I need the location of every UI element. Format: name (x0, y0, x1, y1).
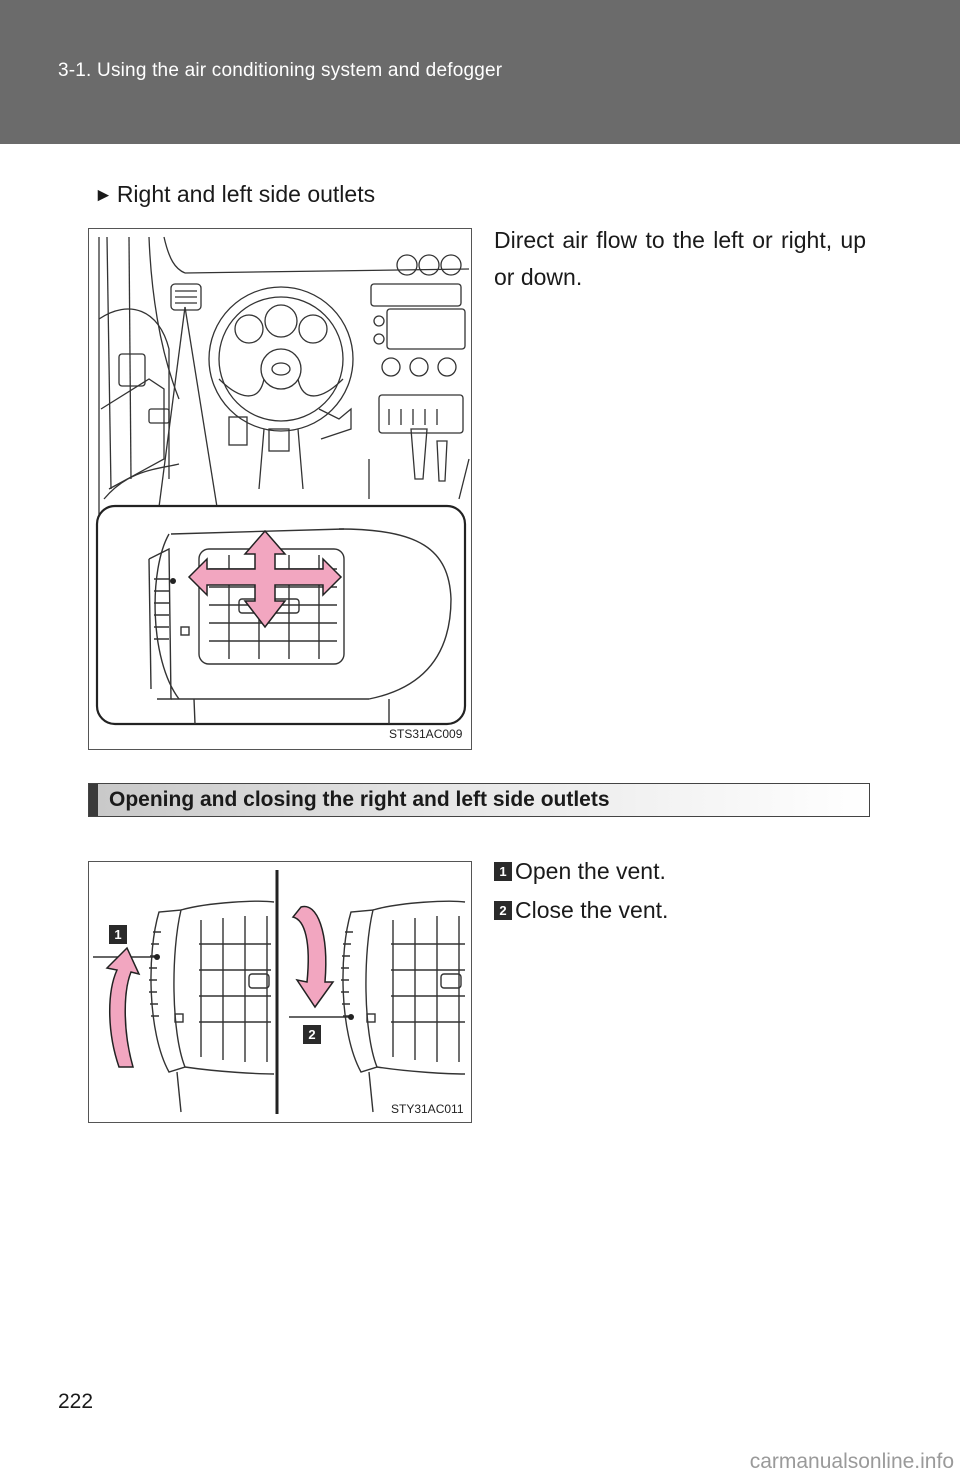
step-text: Open the vent. (515, 858, 666, 884)
callout-1: 1 (109, 925, 127, 944)
bullet-text: Right and left side outlets (116, 181, 376, 207)
step-number-badge: 1 (494, 862, 512, 881)
page-header: 3-1. Using the air conditioning system a… (0, 0, 960, 144)
step-number-badge: 2 (494, 901, 512, 920)
page-number: 222 (58, 1390, 94, 1413)
vent-drawing (93, 870, 466, 1114)
curved-arrow-down-icon (291, 905, 335, 1009)
step-open: 1 Open the vent. (494, 858, 666, 885)
curved-arrow-up-icon (105, 946, 141, 1068)
figure-code: STY31AC011 (391, 1102, 464, 1116)
bullet-heading: ►Right and left side outlets (94, 181, 375, 208)
dashboard-vent-illustration: STS31AC009 (88, 228, 472, 750)
section-mark (89, 784, 98, 816)
figure-code: STS31AC009 (389, 727, 463, 741)
dashboard-drawing (95, 236, 470, 726)
vent-open-close-illustration: 1 2 STY31AC011 (88, 861, 472, 1123)
watermark: carmanualsonline.info (749, 1450, 954, 1473)
chapter-title: 3-1. Using the air conditioning system a… (58, 60, 503, 81)
direction-arrows-icon (187, 529, 343, 629)
step-text: Close the vent. (515, 897, 669, 923)
step-close: 2 Close the vent. (494, 897, 668, 924)
right-triangle-bullet-icon: ► (94, 185, 113, 206)
section-heading-bar: Opening and closing the right and left s… (88, 783, 870, 817)
description-text: Direct air flow to the left or right, up… (494, 227, 866, 290)
section-title: Opening and closing the right and left s… (109, 788, 610, 811)
callout-2: 2 (303, 1025, 321, 1044)
